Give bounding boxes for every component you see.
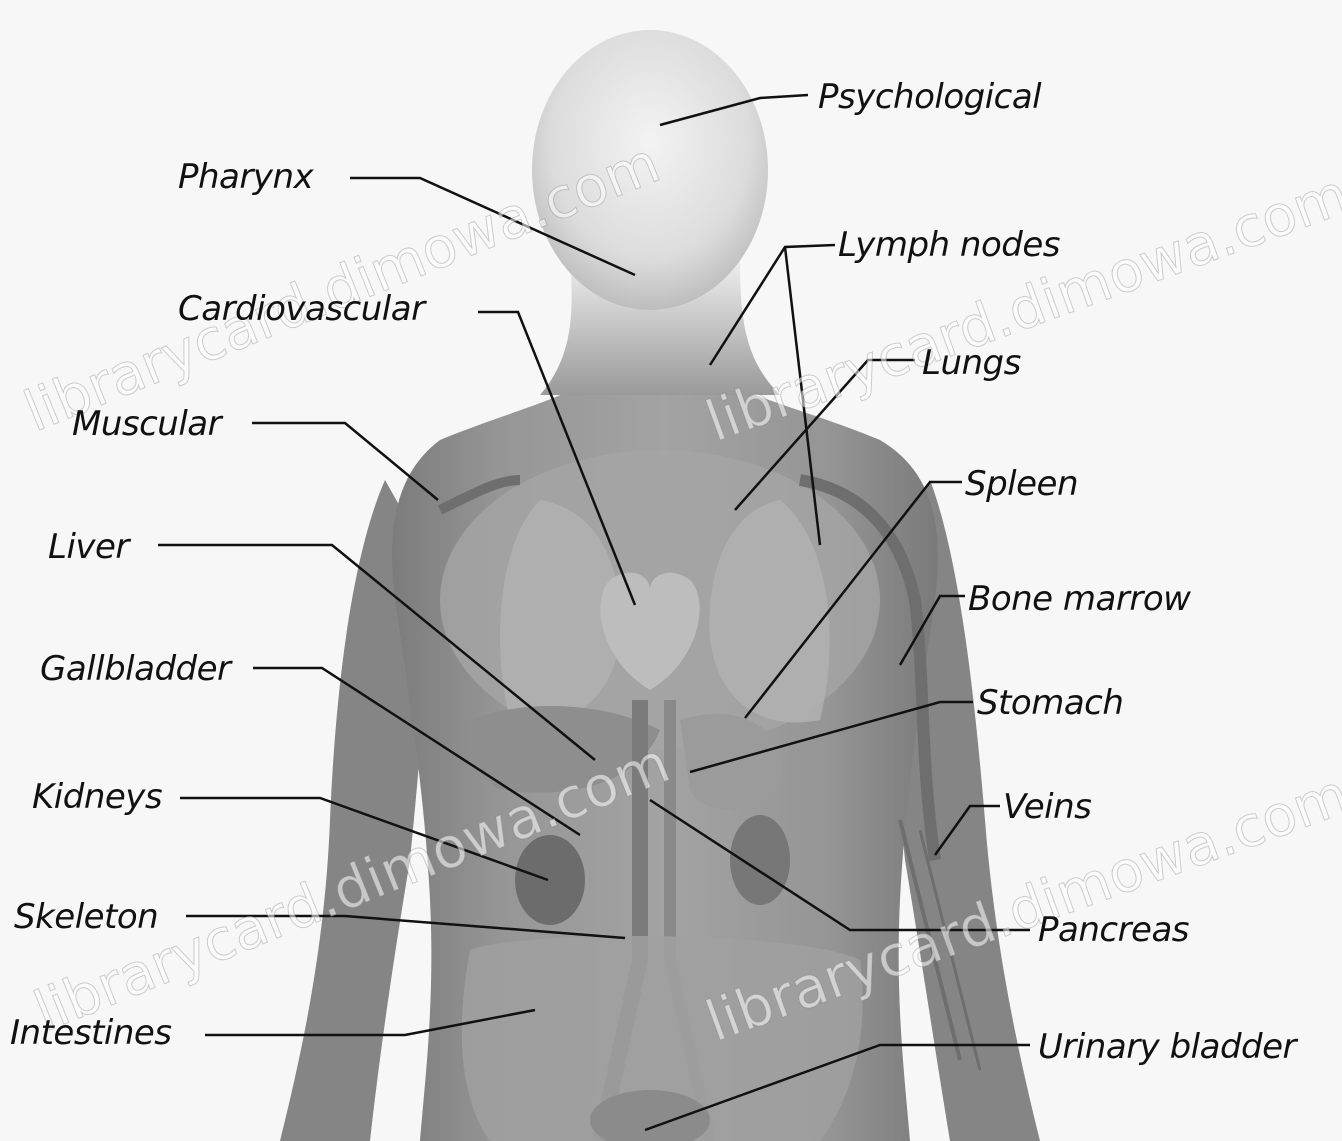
right-kidney-shape xyxy=(730,815,790,905)
label-bone-marrow: Bone marrow xyxy=(968,582,1190,616)
label-muscular: Muscular xyxy=(72,407,221,441)
head-shape xyxy=(532,30,768,310)
label-skeleton: Skeleton xyxy=(14,900,158,934)
label-veins: Veins xyxy=(1003,790,1091,824)
label-stomach: Stomach xyxy=(977,686,1123,720)
label-urinary-bladder: Urinary bladder xyxy=(1038,1030,1296,1064)
label-spleen: Spleen xyxy=(965,467,1078,501)
label-psychological: Psychological xyxy=(818,80,1041,114)
left-kidney-shape xyxy=(515,835,585,925)
label-intestines: Intestines xyxy=(10,1016,172,1050)
label-liver: Liver xyxy=(48,530,129,564)
label-pancreas: Pancreas xyxy=(1038,913,1189,947)
label-lungs: Lungs xyxy=(922,346,1021,380)
label-cardiovascular: Cardiovascular xyxy=(178,292,425,326)
label-kidneys: Kidneys xyxy=(32,780,162,814)
label-lymph-nodes: Lymph nodes xyxy=(838,228,1060,262)
label-gallbladder: Gallbladder xyxy=(40,652,231,686)
label-pharynx: Pharynx xyxy=(178,160,313,194)
